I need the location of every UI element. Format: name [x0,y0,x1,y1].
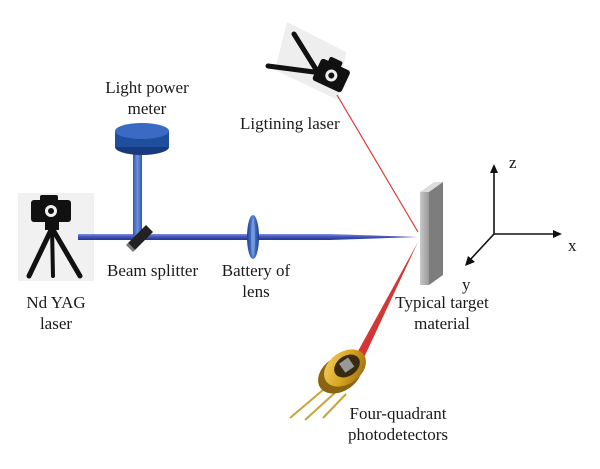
photodetector-icon [289,349,366,421]
z-axis-label: z [509,153,517,172]
reflected-beam [352,242,418,366]
lightning-laser-label: Ligtining laser [240,114,340,133]
target-block-icon [420,182,443,285]
lightning-laser-icon [265,22,350,100]
lightning-laser-beam [336,94,419,233]
battery-of-lens-label: Battery of lens [208,260,304,302]
xyz-axes-icon [465,164,562,266]
four-quadrant-label-line2: photodetectors [347,425,449,444]
typical-target-label: Typical target material [384,292,500,334]
nd-yag-laser-label-line1: Nd YAG [26,293,86,312]
nd-yag-laser-label-line2: laser [39,314,73,333]
lens-icon [247,215,259,259]
y-axis-label: y [462,275,471,294]
typical-target-label-line2: material [414,314,470,333]
beam-splitter-label: Beam splitter [107,261,199,280]
battery-of-lens-label-line1: Battery of [221,261,291,280]
four-quadrant-label: Four-quadrant photodetectors [338,403,458,445]
beam-splitter-icon [126,225,153,252]
light-power-meter-label: Light power meter [92,77,202,119]
battery-of-lens-label-line2: lens [242,282,270,301]
light-power-meter-label-line1: Light power [105,78,189,97]
four-quadrant-label-line1: Four-quadrant [349,404,447,423]
nd-yag-laser-label: Nd YAG laser [16,292,96,334]
x-axis-label: x [568,236,577,255]
light-power-meter-label-line2: meter [127,99,167,118]
power-meter-icon [115,123,169,236]
typical-target-label-line1: Typical target [395,293,489,312]
